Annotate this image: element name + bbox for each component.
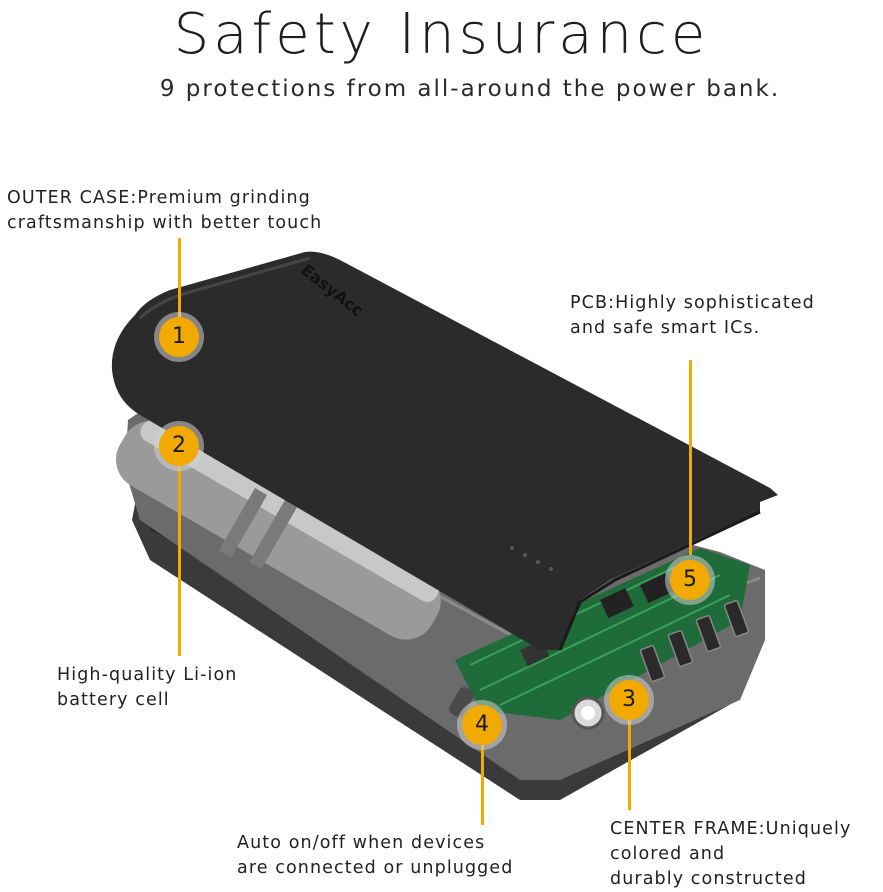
callout-1-label: OUTER CASE:Premium grinding craftsmanshi… [7,186,322,236]
outer-case [111,251,778,650]
callout-3-leader [628,718,631,810]
callout-1-leader [178,238,181,318]
side-button [449,687,474,717]
callout-5-label: PCB:Highly sophisticated and safe smart … [570,291,815,341]
callout-5-marker: 5 [670,560,710,600]
callout-1-line-2: craftsmanship with better touch [7,213,323,233]
page-subtitle: 9 protections from all-around the power … [159,76,781,102]
callout-5-line-1: PCB:Highly sophisticated [570,293,815,313]
callout-5-line-2: and safe smart ICs. [570,318,761,338]
callout-3-marker: 3 [609,680,649,720]
battery-cells [115,420,441,640]
callout-4-line-2: are connected or unplugged [237,858,514,878]
callout-2-leader [178,460,181,656]
usb-ports [639,600,749,683]
callout-4-label: Auto on/off when devices are connected o… [237,831,513,881]
callout-2-marker: 2 [159,426,199,466]
callout-4-line-1: Auto on/off when devices [237,833,486,853]
callout-3-line-1: CENTER FRAME:Uniquely [610,819,852,839]
callout-3-line-3: durably constructed [610,869,807,889]
callout-2-line-1: High-quality Li-ion [57,665,238,685]
callout-3-label: CENTER FRAME:Uniquely colored and durabl… [610,817,851,892]
callout-4-leader [481,745,484,825]
callout-3-line-2: colored and [610,844,726,864]
callout-5-leader [689,360,692,555]
callout-1-line-1: OUTER CASE:Premium grinding [7,188,311,208]
page-title: Safety Insurance [173,2,710,67]
callout-2-label: High-quality Li-ion battery cell [57,663,237,713]
callout-1-marker: 1 [159,317,199,357]
callout-2-line-2: battery cell [57,690,170,710]
callout-4-marker: 4 [462,705,502,745]
